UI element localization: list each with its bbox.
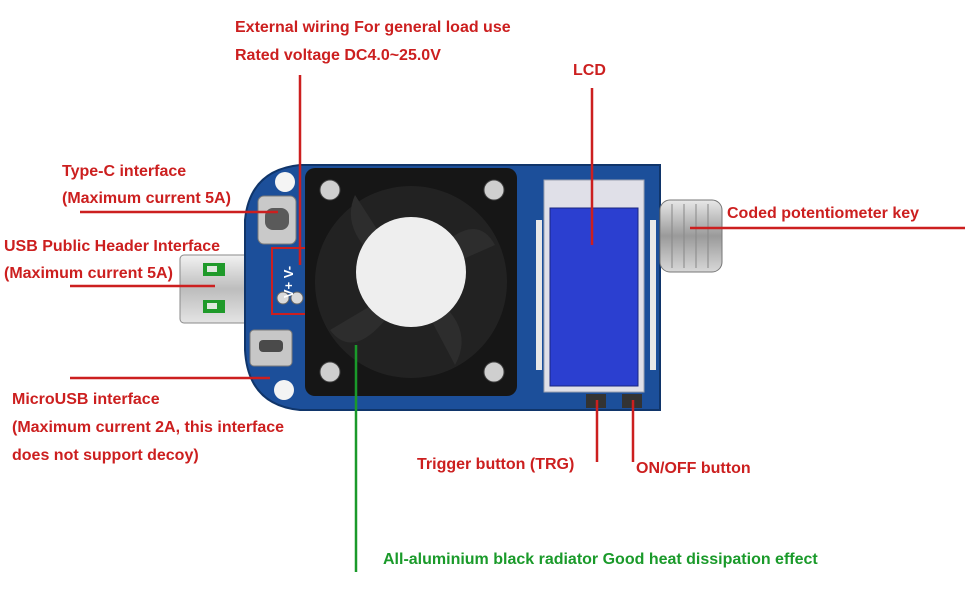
type-c-label-line1: Type-C interface xyxy=(62,163,187,180)
terminal-block: V+ V- xyxy=(271,247,307,315)
usb-label-line2: (Maximum current 5A) xyxy=(4,265,173,282)
radiator-label: All-aluminium black radiator Good heat d… xyxy=(383,551,818,568)
potentiometer-label: Coded potentiometer key xyxy=(727,205,920,222)
terminal-marking: V+ V- xyxy=(281,266,296,298)
external-wiring-label-line2: Rated voltage DC4.0~25.0V xyxy=(235,47,441,64)
usb-label-line1: USB Public Header Interface xyxy=(4,238,221,255)
type-c-label-line2: (Maximum current 5A) xyxy=(62,190,231,207)
lcd-header-pins xyxy=(536,220,656,370)
fan-icon xyxy=(305,168,517,396)
micro-usb-port-icon xyxy=(249,329,293,367)
potentiometer-knob-icon xyxy=(659,199,723,273)
on-off-button-label: ON/OFF button xyxy=(636,460,751,477)
external-wiring-label-line1: External wiring For general load use xyxy=(235,19,511,36)
lcd-screen-icon xyxy=(543,179,645,393)
micro-usb-label-line1: MicroUSB interface xyxy=(12,391,160,408)
trigger-button-label: Trigger button (TRG) xyxy=(417,456,575,473)
micro-usb-label-line3: does not support decoy) xyxy=(12,447,199,464)
lcd-label: LCD xyxy=(573,62,606,79)
usb-a-connector-icon xyxy=(179,254,251,324)
micro-usb-label-line2: (Maximum current 2A, this interface xyxy=(12,419,285,436)
usb-c-port-icon xyxy=(257,195,297,245)
